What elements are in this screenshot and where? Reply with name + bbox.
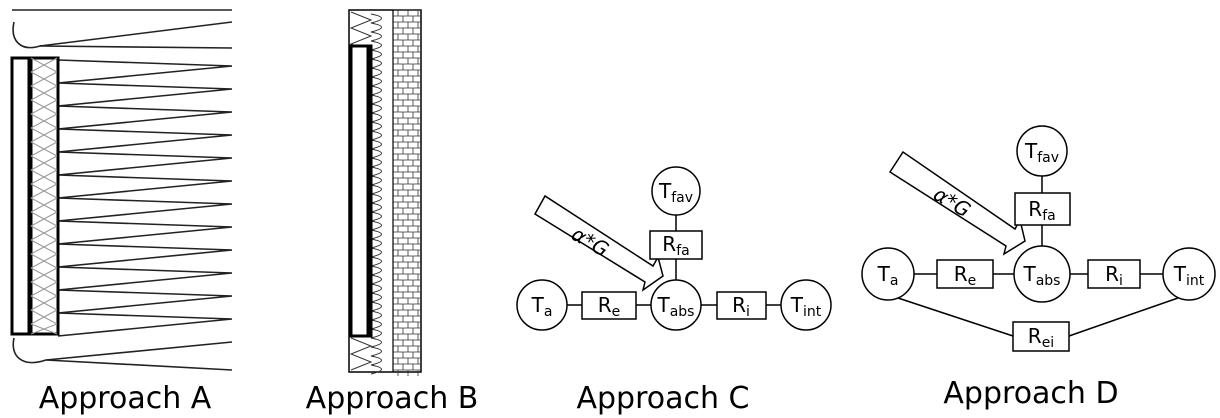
svg-text:Tint: Tint [1173,262,1205,289]
d-wire-rei-tint [1068,297,1179,337]
a-hatch-line [30,239,58,255]
svg-text:Ri: Ri [732,293,750,320]
svg-text:Rfa: Rfa [662,232,689,259]
approach-d-caption: Approach D [943,376,1118,411]
svg-text:Ri: Ri [1105,262,1123,289]
a-hatch-line [30,225,58,241]
approach-a-insulation-hatch [30,57,58,335]
d-wire-ta-rei [897,297,1014,337]
c-node-r-e: Re [581,291,637,320]
a-hatch-line [30,309,58,325]
d-node-r-fa: Rfa [1014,192,1071,226]
a-hatch-line [30,281,58,297]
a-hatch-line [30,57,58,73]
approach-b-figure [348,9,422,376]
approach-a-figure [10,9,233,371]
c-node-t-a: Ta [516,279,568,331]
approach-b-brick-pattern [392,9,421,376]
svg-text:Tint: Tint [790,293,822,320]
c-node-t-abs: Tabs [650,279,702,331]
c-node-t-int: Tint [780,279,832,331]
svg-text:Tfav: Tfav [658,179,693,206]
svg-text:Ta: Ta [877,262,899,289]
svg-text:Tabs: Tabs [657,293,695,320]
d-node-r-ei: Rei [1012,321,1070,352]
approach-a-caption: Approach A [39,381,212,416]
a-top-curve [12,21,233,49]
a-hatch-line [30,71,58,87]
c-node-r-fa: Rfa [649,230,703,260]
c-node-t-fav: Tfav [651,166,701,216]
d-node-t-abs: Tabs [1013,245,1071,303]
svg-text:Rfa: Rfa [1028,197,1055,224]
svg-text:Tabs: Tabs [1023,262,1061,289]
c-solar-gain-arrow [533,194,664,292]
approach-c-caption: Approach C [576,381,749,416]
b-bottom-zigzag [349,337,373,371]
d-node-r-e: Re [936,259,994,289]
svg-text:Re: Re [598,293,621,320]
d-node-r-i: Ri [1087,259,1141,289]
a-hatch-line [30,155,58,171]
a-zigzag-line [57,59,233,337]
a-hatch-line [30,85,58,101]
svg-text:Ta: Ta [531,293,553,320]
d-solar-gain-arrow [888,150,1026,256]
svg-text:Rei: Rei [1028,324,1054,351]
a-hatch-line [30,197,58,213]
a-hatch-line [30,99,58,115]
svg-text:Re: Re [954,262,977,289]
approach-b-caption: Approach B [306,381,479,416]
a-hatch-line [30,183,58,199]
a-hatch-line [30,127,58,143]
a-hatch-line [30,211,58,227]
a-hatch-line [30,267,58,283]
approach-d-network: α*G Ta Re Tabs Ri Tint Rfa Tfav [861,125,1216,352]
a-hatch-line [30,253,58,269]
a-hatch-line [30,169,58,185]
approach-a-inner-layer [10,56,32,336]
a-hatch-line [30,141,58,157]
svg-text:Tfav: Tfav [1024,139,1059,166]
approach-c-network: α*G Ta Re Tabs Ri Tint Rfa Tfav [516,166,832,331]
a-hatch-line [30,295,58,311]
a-hatch-line [30,113,58,129]
a-bottom-line [45,359,233,371]
a-bottom-curve [12,337,233,364]
a-top-curve-b [39,45,233,49]
c-node-r-i: Ri [716,291,767,320]
d-node-t-fav: Tfav [1016,125,1068,177]
a-hatch-line [30,323,58,335]
d-node-t-a: Ta [861,247,915,301]
d-node-t-int: Tint [1162,247,1216,301]
